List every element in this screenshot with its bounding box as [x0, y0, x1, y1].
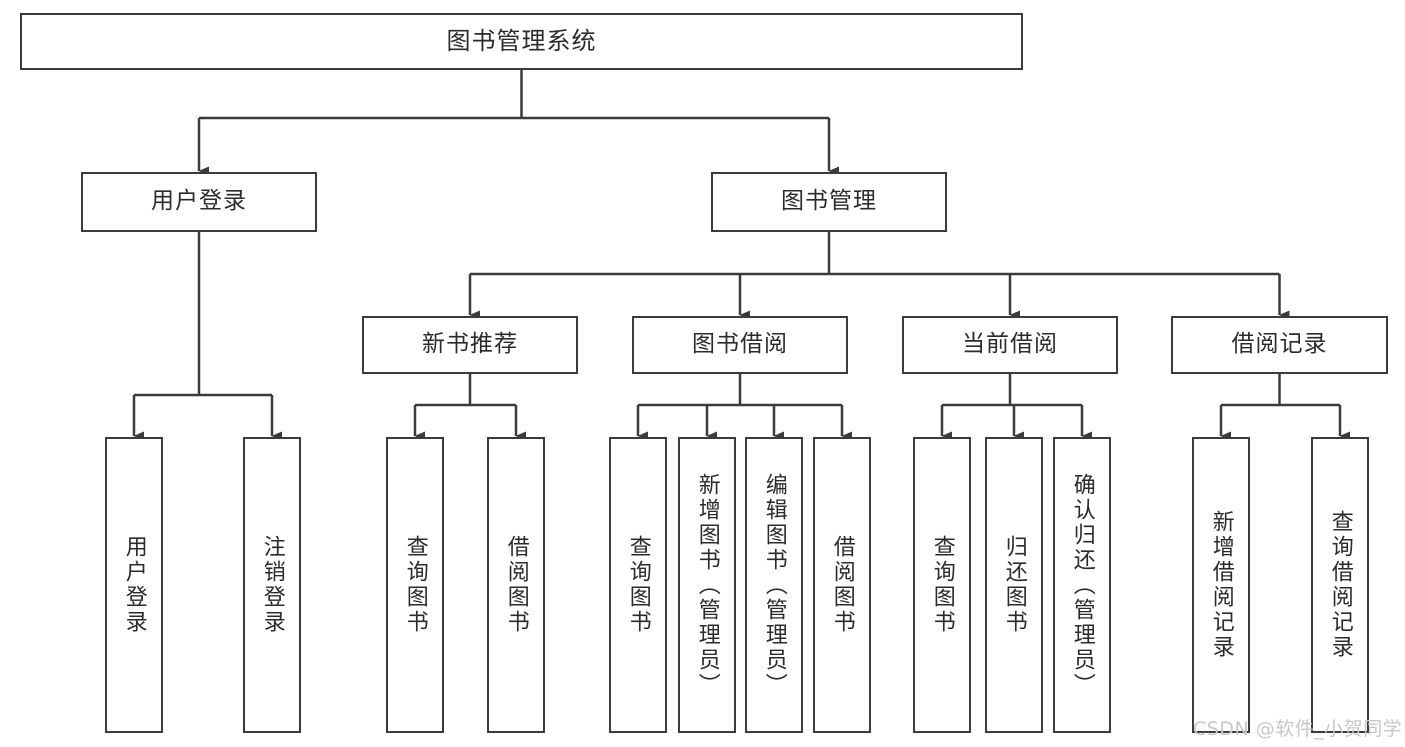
node-label: 归还图书 [1001, 535, 1027, 635]
node-leaf-user-login[interactable]: 用户登录 [105, 437, 163, 733]
node-label: 当前借阅 [962, 331, 1058, 358]
node-leaf-edit-book[interactable]: 编辑图书（管理员） [745, 437, 803, 733]
node-label: 新书推荐 [422, 331, 518, 358]
node-leaf-query-book-1[interactable]: 查询图书 [386, 437, 444, 733]
node-label: 新增借阅记录 [1208, 510, 1234, 660]
node-root[interactable]: 图书管理系统 [20, 13, 1023, 70]
node-label: 用户登录 [121, 535, 147, 635]
node-leaf-query-record[interactable]: 查询借阅记录 [1311, 437, 1369, 733]
node-leaf-return-book[interactable]: 归还图书 [985, 437, 1043, 733]
node-label: 查询图书 [402, 535, 428, 635]
node-book-borrow[interactable]: 图书借阅 [632, 316, 848, 374]
node-book-manage[interactable]: 图书管理 [711, 172, 947, 232]
node-user-login[interactable]: 用户登录 [81, 172, 317, 232]
node-leaf-query-book-3[interactable]: 查询图书 [913, 437, 971, 733]
node-leaf-confirm-return[interactable]: 确认归还（管理员） [1053, 437, 1111, 733]
node-leaf-query-book-2[interactable]: 查询图书 [609, 437, 667, 733]
node-label: 查询图书 [625, 535, 651, 635]
node-label: 确认归还（管理员） [1069, 472, 1095, 698]
node-leaf-add-book[interactable]: 新增图书（管理员） [678, 437, 736, 733]
node-label: 借阅图书 [829, 535, 855, 635]
node-label: 图书管理 [781, 188, 877, 215]
node-current-borrow[interactable]: 当前借阅 [902, 316, 1118, 374]
node-label: 编辑图书（管理员） [761, 472, 787, 698]
watermark-text: CSDN @软件_小贺同学 [1193, 718, 1403, 740]
node-label: 用户登录 [151, 188, 247, 215]
node-leaf-add-record[interactable]: 新增借阅记录 [1192, 437, 1250, 733]
node-leaf-borrow-book-2[interactable]: 借阅图书 [813, 437, 871, 733]
node-new-book-rec[interactable]: 新书推荐 [362, 316, 578, 374]
node-label: 注销登录 [259, 535, 285, 635]
node-label: 借阅记录 [1231, 331, 1328, 358]
node-label: 图书管理系统 [446, 27, 597, 56]
node-borrow-record[interactable]: 借阅记录 [1171, 316, 1388, 374]
node-label: 查询图书 [929, 535, 955, 635]
node-label: 新增图书（管理员） [694, 472, 720, 698]
node-label: 图书借阅 [692, 331, 788, 358]
node-label: 查询借阅记录 [1327, 510, 1353, 660]
edge-group [132, 70, 1350, 441]
node-label: 借阅图书 [503, 535, 529, 635]
node-leaf-logout[interactable]: 注销登录 [243, 437, 301, 733]
node-leaf-borrow-book-1[interactable]: 借阅图书 [487, 437, 545, 733]
